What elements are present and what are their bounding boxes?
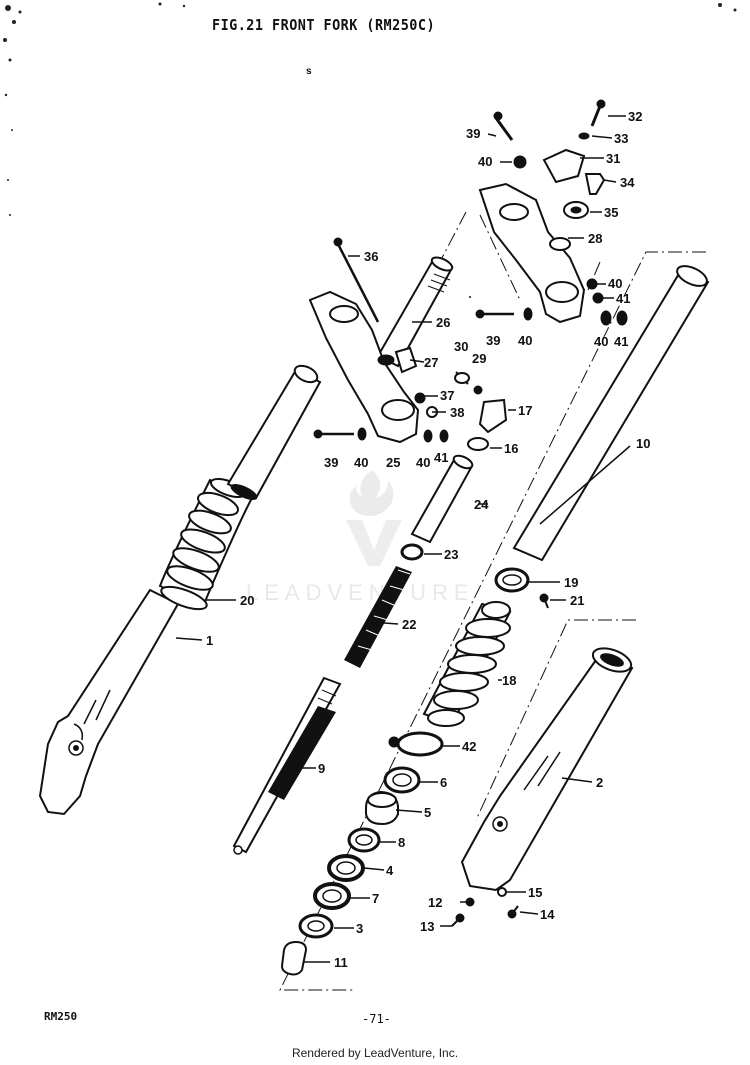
callout-40: 40: [354, 455, 368, 470]
callout-15: 15: [528, 885, 542, 900]
top-small-parts: [493, 99, 606, 219]
callout-38: 38: [450, 405, 464, 420]
steering-stem: [376, 256, 454, 368]
callout-19: 19: [564, 575, 578, 590]
callout-20: 20: [240, 593, 254, 608]
lower-bracket: [308, 290, 420, 444]
callout-26: 26: [436, 315, 450, 330]
rendered-by-credit: Rendered by LeadVenture, Inc.: [291, 1046, 459, 1060]
damper-rod: [232, 676, 342, 855]
callout-22: 22: [402, 617, 416, 632]
callout-39: 39: [466, 126, 480, 141]
figure-title: FIG.21 FRONT FORK (RM250C): [212, 16, 436, 34]
callout-3: 3: [356, 921, 363, 936]
callout-17: 17: [518, 403, 532, 418]
callout-24: 24: [474, 497, 489, 512]
callout-9: 9: [318, 761, 325, 776]
callout-41: 41: [614, 334, 628, 349]
callout-4: 4: [386, 863, 394, 878]
watermark-text: LEADVENTURE: [246, 580, 475, 605]
dust-boot-18: [422, 601, 512, 727]
callout-1: 1: [206, 633, 213, 648]
callout-18: 18: [502, 673, 516, 688]
callout-34: 34: [620, 175, 635, 190]
spacer-tube: [410, 454, 474, 544]
fork-assembly-left: [38, 364, 322, 816]
outer-tube-right: [460, 647, 634, 892]
callout-13: 13: [420, 919, 434, 934]
callout-31: 31: [606, 151, 620, 166]
callout-2: 2: [596, 775, 603, 790]
scan-mark: s: [306, 66, 312, 77]
callout-39: 39: [486, 333, 500, 348]
callout-41: 41: [616, 291, 630, 306]
callout-40: 40: [594, 334, 608, 349]
page-number: -71-: [362, 1012, 391, 1026]
fork-spring: [344, 566, 412, 668]
callout-23: 23: [444, 547, 458, 562]
callout-29: 29: [472, 351, 486, 366]
callout-21: 21: [570, 593, 584, 608]
upper-bracket: [478, 182, 586, 324]
seal-ring-stack: [280, 731, 444, 976]
washer-23: [400, 543, 424, 561]
model-code: RM250: [44, 1010, 78, 1023]
callout-40: 40: [608, 276, 622, 291]
scan-noise: [3, 2, 737, 216]
callout-40: 40: [478, 154, 492, 169]
callout-40: 40: [518, 333, 532, 348]
callout-36: 36: [364, 249, 378, 264]
callout-41: 41: [434, 450, 448, 465]
callout-11: 11: [334, 955, 348, 970]
bottom-small-bolts: [451, 887, 519, 927]
callout-6: 6: [440, 775, 447, 790]
callout-10: 10: [636, 436, 650, 451]
callout-42: 42: [462, 739, 476, 754]
callout-16: 16: [504, 441, 518, 456]
callout-35: 35: [604, 205, 618, 220]
callout-7: 7: [372, 891, 379, 906]
callout-25: 25: [386, 455, 400, 470]
callout-14: 14: [540, 907, 555, 922]
callout-39: 39: [324, 455, 338, 470]
callout-30: 30: [454, 339, 468, 354]
callout-5: 5: [424, 805, 431, 820]
callout-labels: 32 33 39 31 40 34 35 28 36 40 41 26 39 4…: [206, 109, 650, 970]
bolts-and-nuts: [313, 237, 628, 609]
callout-33: 33: [614, 131, 628, 146]
callout-8: 8: [398, 835, 405, 850]
oil-seal-19: [494, 567, 530, 593]
callout-12: 12: [428, 895, 442, 910]
callout-37: 37: [440, 388, 454, 403]
callout-28: 28: [588, 231, 602, 246]
callout-40: 40: [416, 455, 430, 470]
callout-32: 32: [628, 109, 642, 124]
callout-27: 27: [424, 355, 438, 370]
inner-tube-right: [512, 265, 710, 562]
leader-lines: [175, 115, 631, 963]
watermark: LEADVENTURE: [246, 470, 475, 605]
